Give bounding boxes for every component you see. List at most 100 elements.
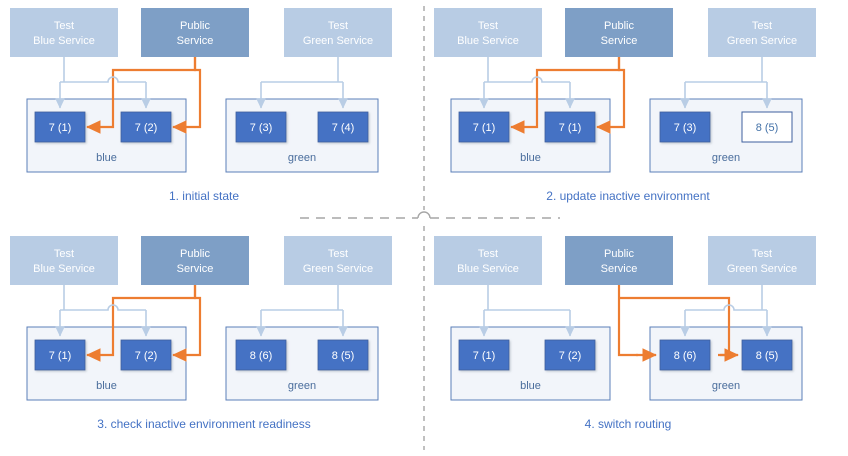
test-blue-routing-path — [479, 285, 575, 337]
blue-instance-2[interactable]: 7 (1) — [544, 111, 596, 143]
test-green-service-box-rect[interactable] — [708, 236, 816, 285]
svg-text:green: green — [288, 380, 316, 392]
svg-text:green: green — [288, 152, 316, 164]
blue-instance-2[interactable]: 7 (2) — [120, 111, 172, 143]
green-instance-2-rect[interactable] — [317, 111, 369, 143]
test-blue-service-box-rect[interactable] — [434, 8, 542, 57]
test-blue-service-box-rect[interactable] — [434, 236, 542, 285]
svg-text:Test: Test — [752, 20, 772, 32]
green-instance-2-label: 8 (5) — [756, 350, 779, 362]
public-routing-path — [510, 57, 626, 134]
test-blue-service-box-rect[interactable] — [10, 8, 118, 57]
svg-text:Public: Public — [604, 20, 634, 32]
svg-text:blue: blue — [520, 380, 541, 392]
svg-text:Test: Test — [54, 20, 74, 32]
green-instance-2[interactable]: 8 (5) — [317, 339, 369, 371]
green-instance-1-rect[interactable] — [659, 111, 711, 143]
public-routing-path — [617, 285, 739, 362]
blue-instance-2-label: 7 (2) — [135, 350, 158, 362]
blue-instance-1-label: 7 (1) — [49, 122, 72, 134]
test-blue-routing-path — [55, 285, 151, 337]
test-blue-routing-path-bus — [60, 304, 146, 311]
green-instance-2-rect[interactable] — [317, 339, 369, 371]
green-instance-1[interactable]: 8 (6) — [659, 339, 711, 371]
panel-3-caption: 3. check inactive environment readiness — [97, 417, 310, 431]
svg-text:Test: Test — [478, 248, 498, 260]
test-green-routing-path-bus — [685, 304, 767, 311]
blue-instance-2-rect[interactable] — [120, 339, 172, 371]
blue-instance-1-rect[interactable] — [458, 339, 510, 371]
blue-instance-2[interactable]: 7 (2) — [544, 339, 596, 371]
green-instance-1-rect[interactable] — [235, 111, 287, 143]
panel-dividers — [300, 6, 560, 450]
test-green-service-box-rect[interactable] — [708, 8, 816, 57]
green-instance-2-rect[interactable] — [741, 339, 793, 371]
green-instance-2[interactable]: 7 (4) — [317, 111, 369, 143]
test-green-routing-path — [680, 285, 772, 337]
public-route-to-blue-2 — [181, 57, 202, 129]
public-service-box-rect[interactable] — [141, 8, 249, 57]
green-instance-2[interactable]: 8 (5) — [741, 111, 793, 143]
svg-text:Blue Service: Blue Service — [33, 35, 95, 47]
blue-instance-2-label: 7 (1) — [559, 122, 582, 134]
svg-text:Test: Test — [752, 248, 772, 260]
green-instance-2-label: 8 (5) — [332, 350, 355, 362]
svg-text:Test: Test — [328, 20, 348, 32]
svg-text:Public: Public — [180, 248, 210, 260]
test-green-routing-path — [680, 57, 772, 109]
panel-4-caption: 4. switch routing — [585, 417, 672, 431]
svg-text:green: green — [712, 380, 740, 392]
public-service-box-rect[interactable] — [565, 8, 673, 57]
blue-instance-1[interactable]: 7 (1) — [34, 111, 86, 143]
blue-instance-2-rect[interactable] — [544, 111, 596, 143]
blue-instance-1[interactable]: 7 (1) — [458, 339, 510, 371]
green-instance-2[interactable]: 8 (5) — [741, 339, 793, 371]
blue-instance-1-rect[interactable] — [34, 111, 86, 143]
blue-instance-2[interactable]: 7 (2) — [120, 339, 172, 371]
svg-text:Blue Service: Blue Service — [457, 35, 519, 47]
blue-instance-2-rect[interactable] — [544, 339, 596, 371]
green-instance-1-label: 8 (6) — [674, 350, 697, 362]
public-routing-path — [86, 285, 202, 362]
green-instance-1-rect[interactable] — [235, 339, 287, 371]
svg-text:Service: Service — [601, 35, 638, 47]
blue-instance-2-rect[interactable] — [120, 111, 172, 143]
blue-instance-1[interactable]: 7 (1) — [458, 111, 510, 143]
green-instance-2-rect[interactable] — [741, 111, 793, 143]
public-service-box-rect[interactable] — [565, 236, 673, 285]
green-instance-1[interactable]: 7 (3) — [659, 111, 711, 143]
green-instance-2-label: 8 (5) — [756, 122, 779, 134]
green-instance-1[interactable]: 7 (3) — [235, 111, 287, 143]
public-route-to-blue-2 — [181, 285, 202, 357]
green-instance-1-label: 8 (6) — [250, 350, 273, 362]
public-service-box-rect[interactable] — [141, 236, 249, 285]
svg-text:Green Service: Green Service — [727, 35, 797, 47]
test-blue-service-box-rect[interactable] — [10, 236, 118, 285]
blue-instance-1-rect[interactable] — [458, 111, 510, 143]
blue-instance-1-rect[interactable] — [34, 339, 86, 371]
blue-instance-1[interactable]: 7 (1) — [34, 339, 86, 371]
svg-text:Test: Test — [328, 248, 348, 260]
test-blue-routing-path-bus — [60, 76, 146, 83]
public-route-to-blue-2 — [605, 57, 626, 129]
green-instance-1[interactable]: 8 (6) — [235, 339, 287, 371]
svg-text:Test: Test — [54, 248, 74, 260]
test-green-service-box-rect[interactable] — [284, 8, 392, 57]
test-green-service-box-rect[interactable] — [284, 236, 392, 285]
svg-text:Service: Service — [177, 263, 214, 275]
green-instance-1-rect[interactable] — [659, 339, 711, 371]
